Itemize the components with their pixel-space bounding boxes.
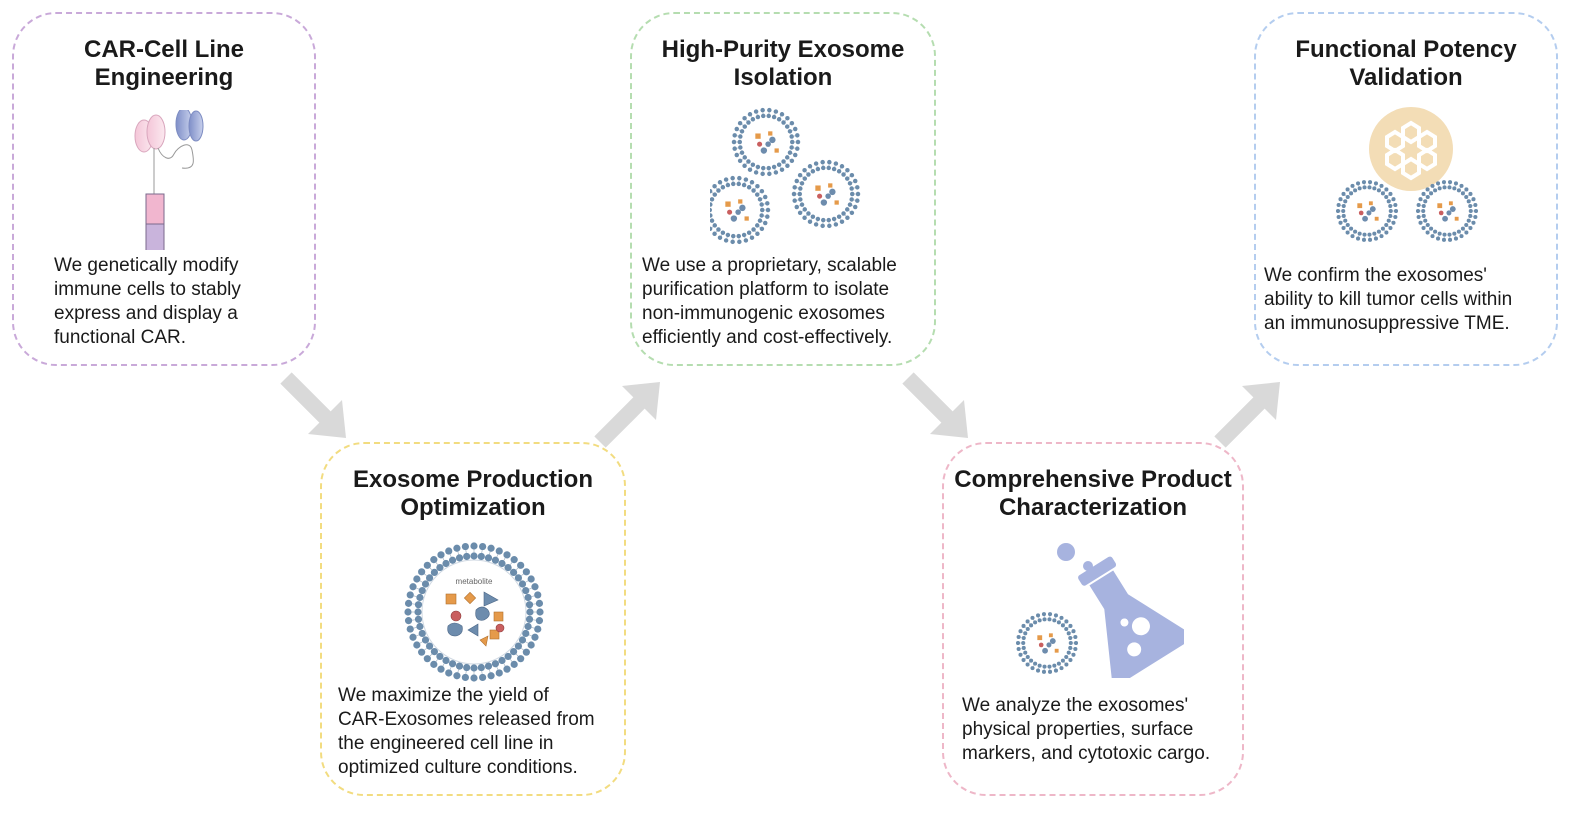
exosome-icon: metabolite [402,540,546,684]
exosome-mini [1336,180,1398,242]
step-description: We use a proprietary, scalable purificat… [642,255,897,348]
step-title: High-Purity Exosome Isolation [661,36,905,91]
step-card-product-characterization: Comprehensive Product Characterization W… [942,442,1244,796]
arrow-step4-to-step5 [1214,382,1280,448]
exosome-mini [791,159,861,229]
step-description: We genetically modify immune cells to st… [54,255,241,348]
exosome-small-icon [1416,180,1478,242]
arrow-step2-to-step3 [594,382,660,448]
exosome-mini [731,107,801,177]
step-card-exosome-production: Exosome Production Optimization metaboli… [320,442,626,796]
step-card-car-cell-line: CAR-Cell Line Engineering We genetically… [12,12,316,366]
exosome-small-icon [1336,180,1398,242]
exosome-membrane [404,542,544,682]
hexagon-cells-icon [1366,104,1456,194]
metabolite-label: metabolite [456,577,493,586]
step-description: We confirm the exosomes' ability to kill… [1264,265,1513,334]
exosome-mini [710,175,771,245]
flask-icon [1014,538,1184,678]
arrow-step3-to-step4 [902,372,968,438]
step-title: Exosome Production Optimization [352,466,594,521]
exosome-mini [1416,180,1478,242]
step-title: CAR-Cell Line Engineering [83,36,244,91]
exosome-mini [1016,612,1078,674]
exosome-small-icon [1016,612,1078,674]
step-card-potency-validation: Functional Potency Validation We confirm… [1254,12,1558,366]
step-description: We maximize the yield of CAR-Exosomes re… [338,685,595,778]
arrow-step1-to-step2 [280,372,346,438]
exosome-cluster-icon [710,106,870,246]
step-description: We analyze the exosomes' physical proper… [962,695,1211,764]
step-title: Comprehensive Product Characterization [954,466,1232,521]
car-receptor-icon [126,110,216,250]
step-card-exosome-isolation: High-Purity Exosome Isolation We use a p… [630,12,936,366]
step-title: Functional Potency Validation [1295,36,1517,91]
